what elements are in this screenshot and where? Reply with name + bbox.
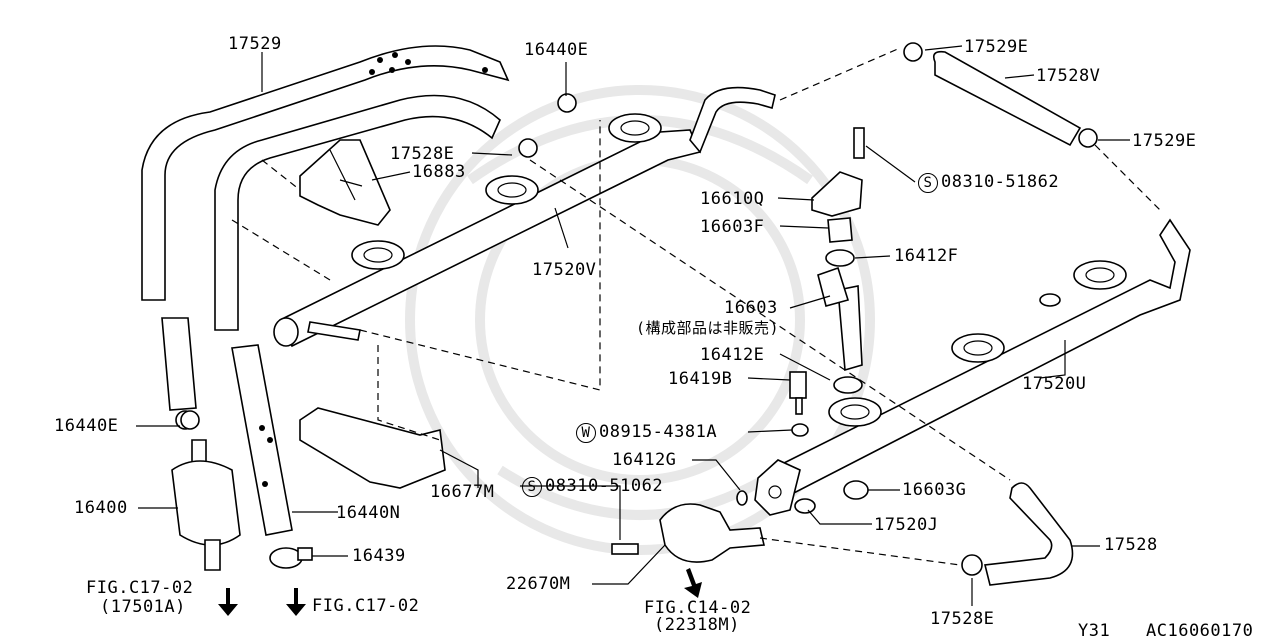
label-fig-c17-left-sub: (17501A) [100, 597, 186, 617]
label-16603-note: (構成部品は非販売) [636, 319, 780, 337]
leader-lines [136, 45, 1130, 606]
label-16677M: 16677M [430, 482, 495, 502]
label-16412F: 16412F [894, 246, 959, 266]
bracket-16883 [299, 139, 391, 226]
reference-lines [231, 47, 1161, 566]
label-16440E-left: 16440E [54, 416, 119, 436]
label-16439: 16439 [352, 546, 406, 566]
fuel-filter-16400 [171, 410, 241, 571]
w-symbol-icon: W [576, 423, 596, 443]
label-17528E-bottom: 17528E [930, 609, 995, 629]
label-17529E-top: 17529E [964, 37, 1029, 57]
hose-17528V [903, 42, 1098, 148]
s-symbol-icon: S [522, 477, 542, 497]
label-17529: 17529 [228, 34, 282, 54]
label-fig-c17-mid[interactable]: FIG.C17-02 [312, 596, 420, 616]
label-08915-4381A-text: 08915-4381A [599, 422, 718, 442]
label-16412G: 16412G [612, 450, 677, 470]
label-16419B: 16419B [668, 369, 733, 389]
arrows-down [218, 568, 702, 616]
hose-16440N [161, 317, 293, 536]
label-16610Q: 16610Q [700, 189, 765, 209]
label-22670M: 22670M [506, 574, 571, 594]
label-fig-c14[interactable]: FIG.C14-02 [644, 598, 752, 618]
bracket-16677M [299, 407, 446, 489]
label-diagram-code: AC16060170 [1146, 621, 1254, 641]
label-16440E-top: 16440E [524, 40, 589, 60]
label-17529E-right: 17529E [1132, 131, 1197, 151]
regulator-22670M [611, 503, 765, 563]
label-16440N: 16440N [336, 503, 401, 523]
clamps [180, 93, 577, 430]
hose-17528 [961, 482, 1074, 586]
label-17520J: 17520J [874, 515, 939, 535]
label-17528: 17528 [1104, 535, 1158, 555]
label-16603: 16603 [724, 298, 778, 318]
label-fig-c17-left[interactable]: FIG.C17-02 [86, 578, 194, 598]
label-17520U: 17520U [1022, 374, 1087, 394]
label-08310-51062-text: 08310-51062 [545, 476, 664, 496]
label-y31: Y31 [1078, 621, 1111, 641]
label-16400: 16400 [74, 498, 128, 518]
label-17528E-top: 17528E [390, 144, 455, 164]
fuel-rail-17520V [273, 86, 776, 348]
label-08310-51862-text: 08310-51862 [941, 172, 1060, 192]
label-16603F: 16603F [700, 217, 765, 237]
fuel-rail-17520U [754, 218, 1191, 516]
s-symbol-icon: S [918, 173, 938, 193]
injector-16603 [736, 127, 869, 514]
hose-17529 [141, 45, 510, 331]
label-17520V: 17520V [532, 260, 597, 280]
label-fig-c14-sub: (22318M) [654, 615, 740, 635]
label-17528V: 17528V [1036, 66, 1101, 86]
label-16883: 16883 [412, 162, 466, 182]
clamp-16439 [269, 547, 313, 569]
label-16603G: 16603G [902, 480, 967, 500]
label-16412E: 16412E [700, 345, 765, 365]
